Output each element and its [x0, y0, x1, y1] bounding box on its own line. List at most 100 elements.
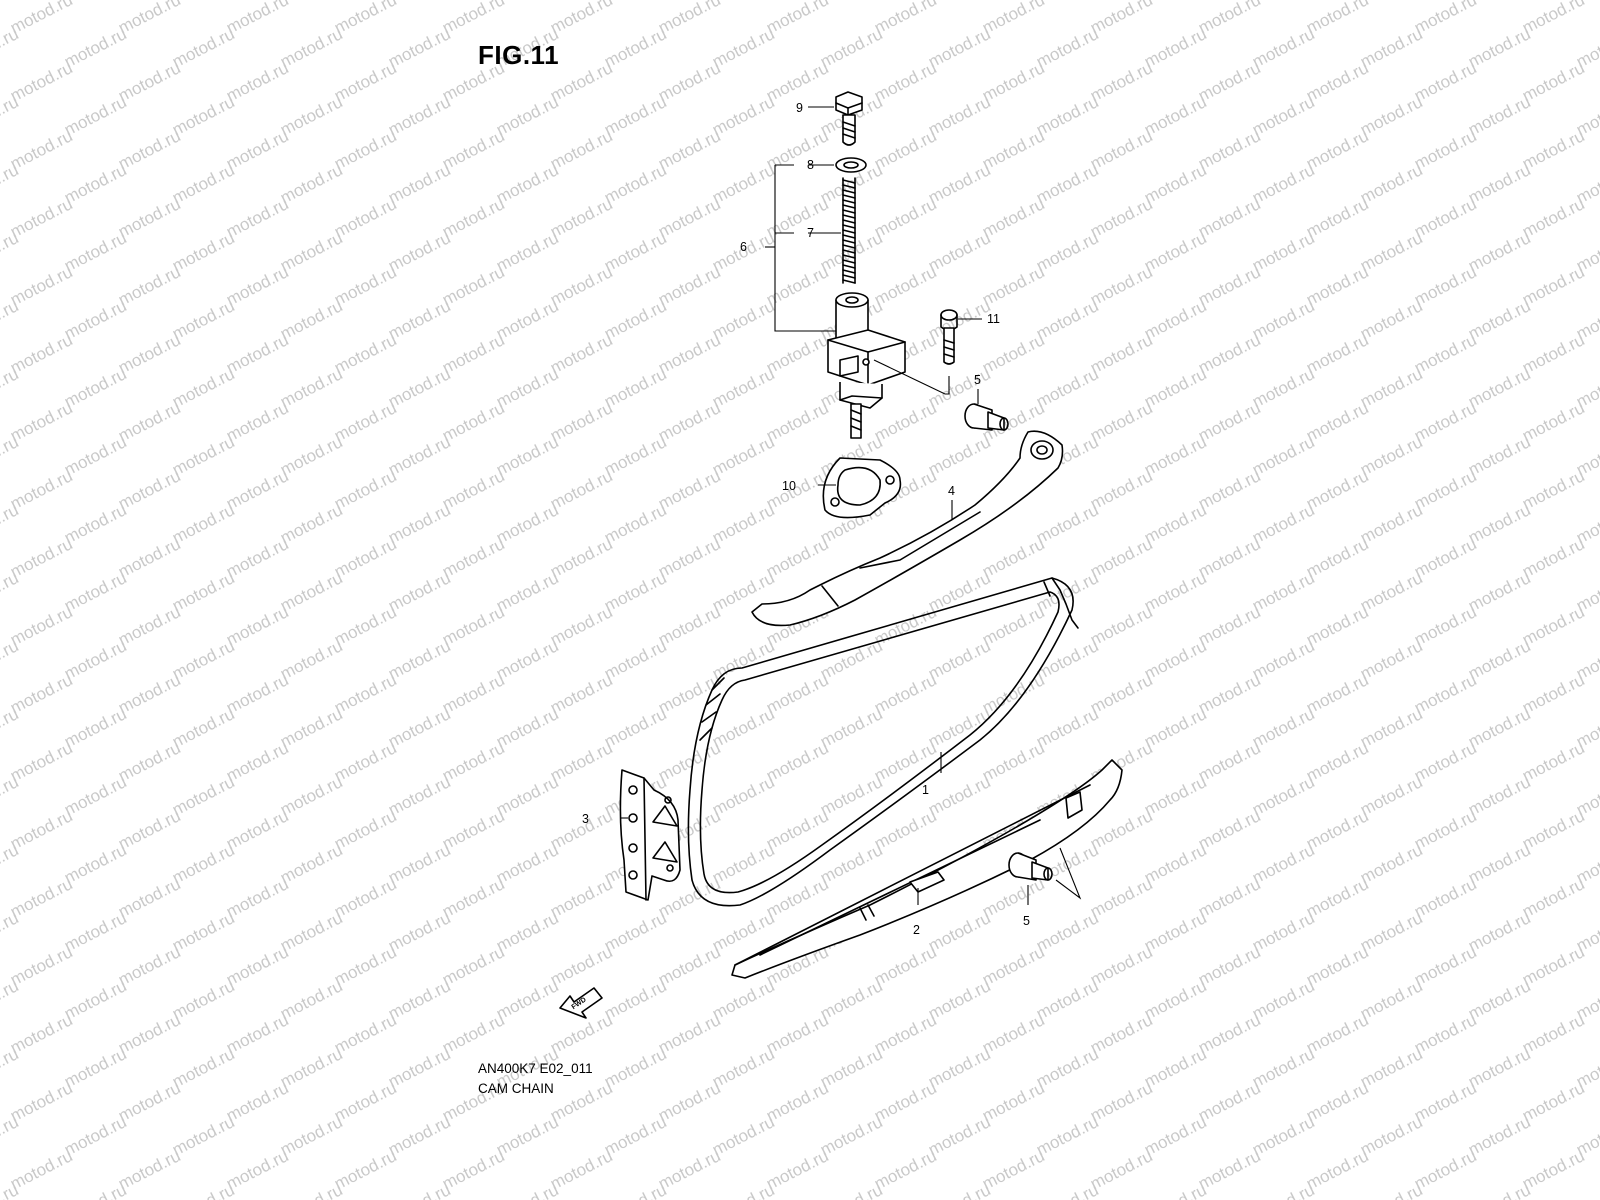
watermark-text: motod.ru [1195, 806, 1263, 853]
watermark-text: motod.ru [439, 874, 507, 921]
watermark-text: motod.ru [1195, 194, 1263, 241]
watermark-text: motod.ru [1465, 228, 1533, 275]
watermark-text: motod.ru [1411, 262, 1479, 309]
watermark-text: motod.ru [61, 364, 129, 411]
watermark-text: motod.ru [1465, 24, 1533, 71]
watermark-text: motod.ru [115, 398, 183, 445]
watermark-text: motod.ru [1573, 1180, 1600, 1200]
watermark-text: motod.ru [1087, 602, 1155, 649]
watermark-text: motod.ru [1087, 466, 1155, 513]
watermark-text: motod.ru [1141, 24, 1209, 71]
watermark-text: motod.ru [1249, 92, 1317, 139]
watermark-text: motod.ru [331, 262, 399, 309]
watermark-text: motod.ru [277, 1180, 345, 1200]
watermark-text: motod.ru [979, 534, 1047, 581]
watermark-text: motod.ru [493, 92, 561, 139]
watermark-text: motod.ru [1141, 840, 1209, 887]
watermark-text: motod.ru [277, 160, 345, 207]
watermark-text: motod.ru [493, 976, 561, 1023]
watermark-text: motod.ru [331, 0, 399, 38]
watermark-text: motod.ru [7, 330, 75, 377]
watermark-text: motod.ru [1249, 296, 1317, 343]
watermark-text: motod.ru [1195, 0, 1263, 38]
watermark-text: motod.ru [1357, 772, 1425, 819]
watermark-text: motod.ru [763, 738, 831, 785]
watermark-text: motod.ru [709, 772, 777, 819]
watermark-text: motod.ru [223, 874, 291, 921]
watermark-text: motod.ru [439, 1146, 507, 1193]
watermark-text: motod.ru [7, 126, 75, 173]
tensioner-body [827, 292, 906, 439]
watermark-text: motod.ru [709, 432, 777, 479]
watermark-text: motod.ru [1087, 942, 1155, 989]
watermark-text: motod.ru [601, 704, 669, 751]
watermark-text: motod.ru [331, 1146, 399, 1193]
watermark-text: motod.ru [115, 738, 183, 785]
watermark-text: motod.ru [1195, 330, 1263, 377]
watermark-text: motod.ru [1411, 1010, 1479, 1057]
watermark-text: motod.ru [1357, 636, 1425, 683]
watermark-text: motod.ru [763, 58, 831, 105]
watermark-text: motod.ru [331, 58, 399, 105]
watermark-text: motod.ru [61, 228, 129, 275]
watermark-text: motod.ru [655, 262, 723, 309]
watermark-text: motod.ru [385, 908, 453, 955]
watermark-text: motod.ru [1411, 126, 1479, 173]
watermark-text: motod.ru [1033, 1112, 1101, 1159]
watermark-text: motod.ru [925, 704, 993, 751]
watermark-text: motod.ru [493, 636, 561, 683]
watermark-text: motod.ru [1249, 840, 1317, 887]
watermark-text: motod.ru [61, 976, 129, 1023]
watermark-text: motod.ru [1087, 330, 1155, 377]
watermark-text: motod.ru [439, 0, 507, 38]
watermark-text: motod.ru [979, 1010, 1047, 1057]
callout-9: 9 [796, 101, 803, 115]
watermark-text: motod.ru [1357, 500, 1425, 547]
watermark-text: motod.ru [493, 228, 561, 275]
watermark-text: motod.ru [763, 534, 831, 581]
callout-6: 6 [740, 240, 747, 254]
watermark-text: motod.ru [1033, 364, 1101, 411]
watermark-text: motod.ru [1087, 670, 1155, 717]
watermark-text: motod.ru [7, 602, 75, 649]
watermark-text: motod.ru [169, 500, 237, 547]
watermark-text: motod.ru [331, 602, 399, 649]
watermark-text: motod.ru [439, 398, 507, 445]
watermark-text: motod.ru [1357, 228, 1425, 275]
watermark-text: motod.ru [1357, 364, 1425, 411]
watermark-text: motod.ru [871, 602, 939, 649]
watermark-text: motod.ru [277, 92, 345, 139]
watermark-text: motod.ru [979, 1078, 1047, 1125]
watermark-text: motod.ru [1357, 908, 1425, 955]
watermark-text: motod.ru [1357, 840, 1425, 887]
watermark-text: motod.ru [925, 160, 993, 207]
watermark-text: motod.ru [7, 0, 75, 38]
watermark-text: motod.ru [925, 636, 993, 683]
watermark-text: motod.ru [1249, 636, 1317, 683]
callout-10: 10 [782, 479, 796, 493]
watermark-text: motod.ru [277, 1112, 345, 1159]
watermark-text: motod.ru [115, 1078, 183, 1125]
watermark-text: motod.ru [439, 1010, 507, 1057]
watermark-text: motod.ru [1519, 126, 1587, 173]
watermark-text: motod.ru [1195, 942, 1263, 989]
watermark-text: motod.ru [547, 466, 615, 513]
watermark-text: motod.ru [601, 24, 669, 71]
watermark-text: motod.ru [979, 874, 1047, 921]
watermark-text: motod.ru [169, 772, 237, 819]
watermark-text: motod.ru [385, 160, 453, 207]
watermark-text: motod.ru [169, 704, 237, 751]
watermark-text: motod.ru [979, 194, 1047, 241]
watermark-text: motod.ru [493, 364, 561, 411]
watermark-text: motod.ru [871, 126, 939, 173]
watermark-text: motod.ru [1519, 738, 1587, 785]
watermark-text: motod.ru [61, 24, 129, 71]
watermark-text: motod.ru [1249, 364, 1317, 411]
watermark-text: motod.ru [385, 840, 453, 887]
figure-name: CAM CHAIN [478, 1081, 554, 1096]
watermark-text: motod.ru [1195, 262, 1263, 309]
watermark-text: motod.ru [655, 330, 723, 377]
watermark-text: motod.ru [1033, 24, 1101, 71]
watermark-text: motod.ru [1249, 1180, 1317, 1200]
watermark-text: motod.ru [1303, 670, 1371, 717]
